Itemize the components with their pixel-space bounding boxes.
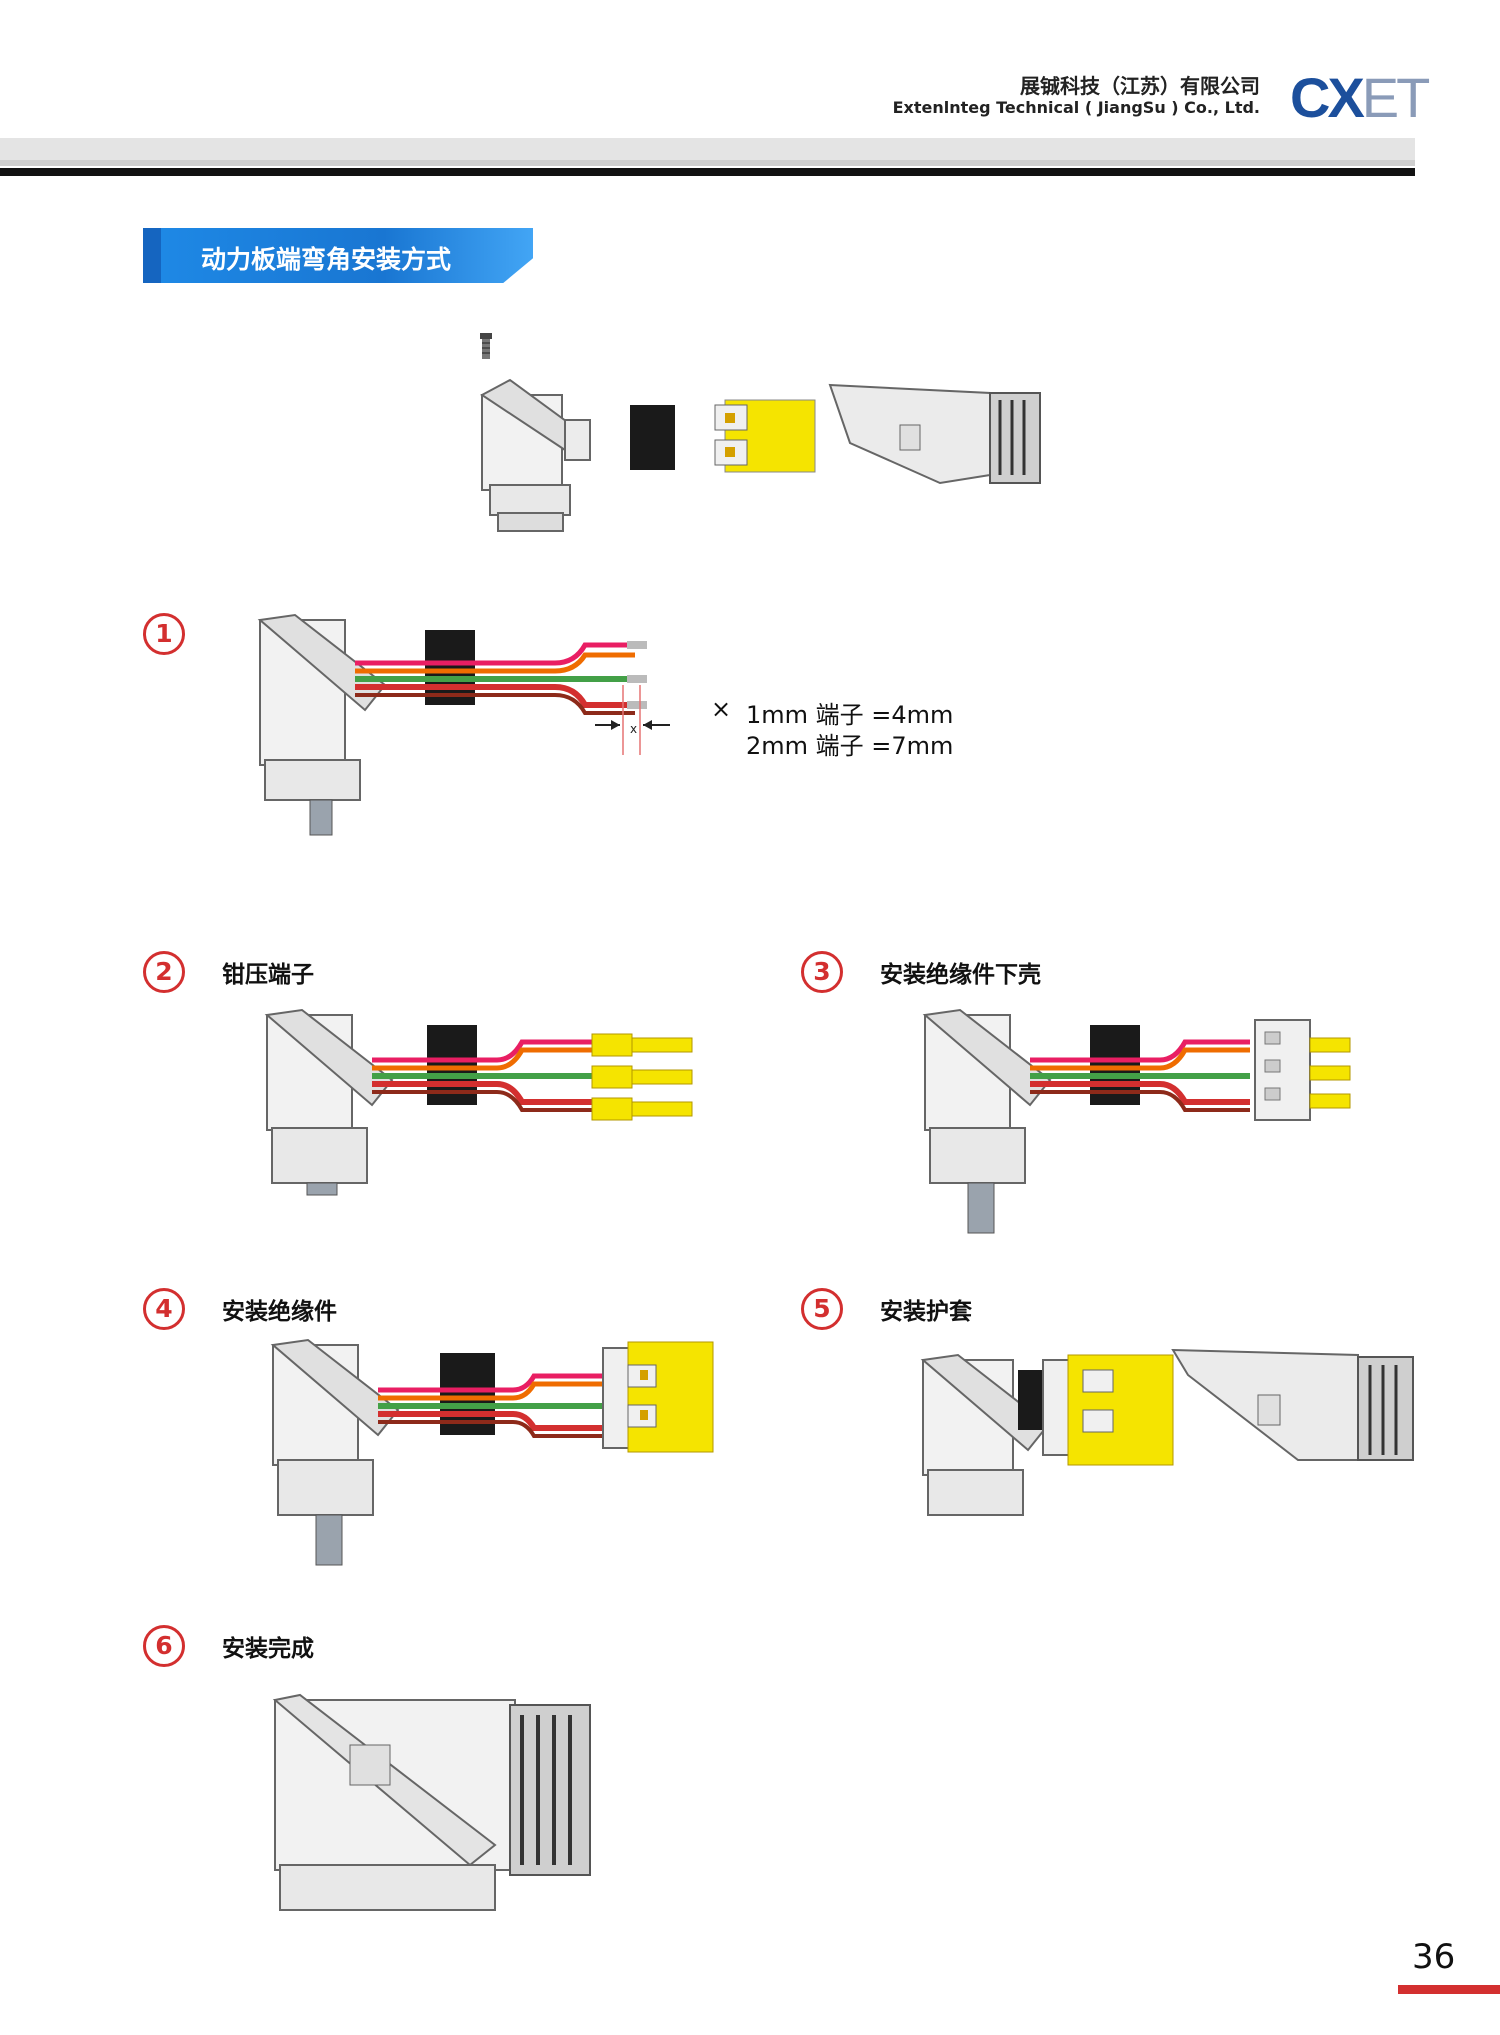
step-2-illustration: [264, 1008, 693, 1196]
step-3-illustration: [922, 1008, 1351, 1234]
section-title-bar: [143, 228, 161, 283]
wires: [378, 1373, 603, 1438]
assembled-connector: [272, 1693, 591, 1911]
step-4-illustration: [270, 1338, 714, 1566]
step-5-number: 5: [801, 1288, 843, 1330]
company-name-cn: 展铖科技（江苏）有限公司: [1020, 74, 1260, 98]
logo-text-main: CX: [1290, 66, 1365, 129]
wires: [355, 641, 647, 715]
step-2-label: 钳压端子: [222, 962, 314, 988]
seal-part: [630, 405, 675, 470]
strip-length-dimension: [595, 685, 670, 755]
step-3-number: 3: [801, 951, 843, 993]
insulator-part: [714, 399, 816, 473]
header-rule: [0, 168, 1415, 176]
exploded-view-illustration: [480, 333, 1041, 532]
strip-note-line-2: 2mm 端子 =7mm: [746, 732, 954, 760]
step-5-label: 安装护套: [880, 1299, 972, 1325]
step-1-number: 1: [143, 613, 185, 655]
page-number: 36: [1412, 1937, 1456, 1977]
step-6-illustration: [272, 1693, 591, 1911]
crimped-terminals: [591, 1033, 693, 1121]
insulator: [1042, 1354, 1174, 1466]
step-1-illustration: [257, 613, 670, 836]
step-3-label: 安装绝缘件下壳: [880, 962, 1041, 988]
strip-note-line-1: 1mm 端子 =4mm: [746, 701, 954, 729]
step-6-number: 6: [143, 1625, 185, 1667]
elbow-housing: [920, 1353, 1050, 1516]
company-name-en: Extenlnteg Technical ( JiangSu ) Co., Lt…: [892, 98, 1260, 117]
step-4-label: 安装绝缘件: [222, 1299, 337, 1325]
elbow-housing: [270, 1338, 400, 1566]
step-4-number: 4: [143, 1288, 185, 1330]
sleeve: [1171, 1348, 1414, 1461]
elbow-housing: [264, 1008, 394, 1196]
logo-text-thin: ET: [1361, 66, 1431, 129]
elbow-housing: [257, 613, 387, 836]
sleeve-part: [828, 383, 1041, 485]
section-title-fill: [161, 228, 533, 283]
seal: [425, 630, 475, 705]
elbow-housing-part: [480, 378, 591, 532]
wires: [1030, 1039, 1250, 1112]
header-band-mid: [0, 160, 1415, 166]
company-logo: CXET: [1290, 70, 1430, 126]
step-2-number: 2: [143, 951, 185, 993]
insulator-lower-shell: [1254, 1019, 1351, 1121]
step-5-illustration: [920, 1348, 1414, 1516]
elbow-housing: [922, 1008, 1052, 1234]
strip-note-symbol: ×: [711, 695, 732, 723]
screw-part: [480, 333, 492, 359]
page-number-underline: [1398, 1985, 1500, 1994]
header-band-light: [0, 138, 1415, 160]
wires: [372, 1039, 592, 1112]
section-title: 动力板端弯角安装方式: [201, 245, 452, 274]
section-title-banner: 动力板端弯角安装方式: [143, 228, 533, 283]
step-6-label: 安装完成: [222, 1636, 314, 1662]
dimension-x-label: x: [630, 722, 638, 736]
insulator: [602, 1341, 714, 1453]
